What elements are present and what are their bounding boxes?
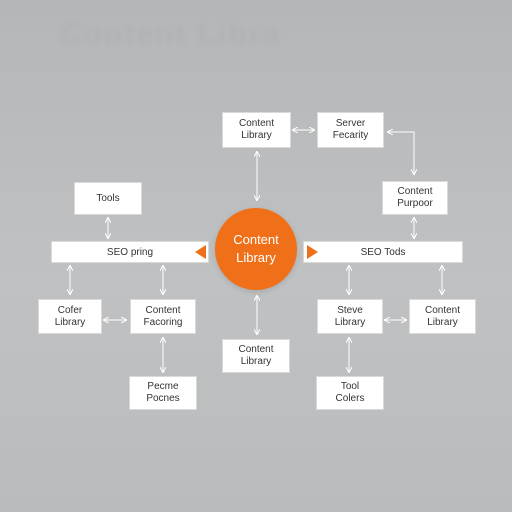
node-tool-colers: Tool Colers (316, 376, 384, 410)
node-tools: Tools (74, 182, 142, 215)
hub-right-pointer (307, 245, 318, 259)
bar-seo-right: SEO Tods (303, 241, 463, 263)
faded-watermark-text: Content Library (60, 18, 280, 51)
node-pecme-pocnes: Pecme Pocnes (129, 376, 197, 410)
node-server-factory: Server Fecarity (317, 112, 384, 148)
bar-seo-left: SEO pring (51, 241, 209, 263)
node-content-purpose: Content Purpoor (382, 181, 448, 215)
node-steve-library: Steve Library (317, 299, 383, 334)
node-cofer-library: Cofer Library (38, 299, 102, 334)
node-top-content-library: Content Library (222, 112, 291, 148)
hub-left-pointer (195, 245, 206, 259)
connector-server-purpose (388, 132, 414, 174)
node-content-factoring: Content Facoring (130, 299, 196, 334)
node-bottom-content-library: Content Library (222, 339, 290, 373)
node-right-content-library: Content Library (409, 299, 476, 334)
central-hub-content-library: Content Library (215, 208, 297, 290)
